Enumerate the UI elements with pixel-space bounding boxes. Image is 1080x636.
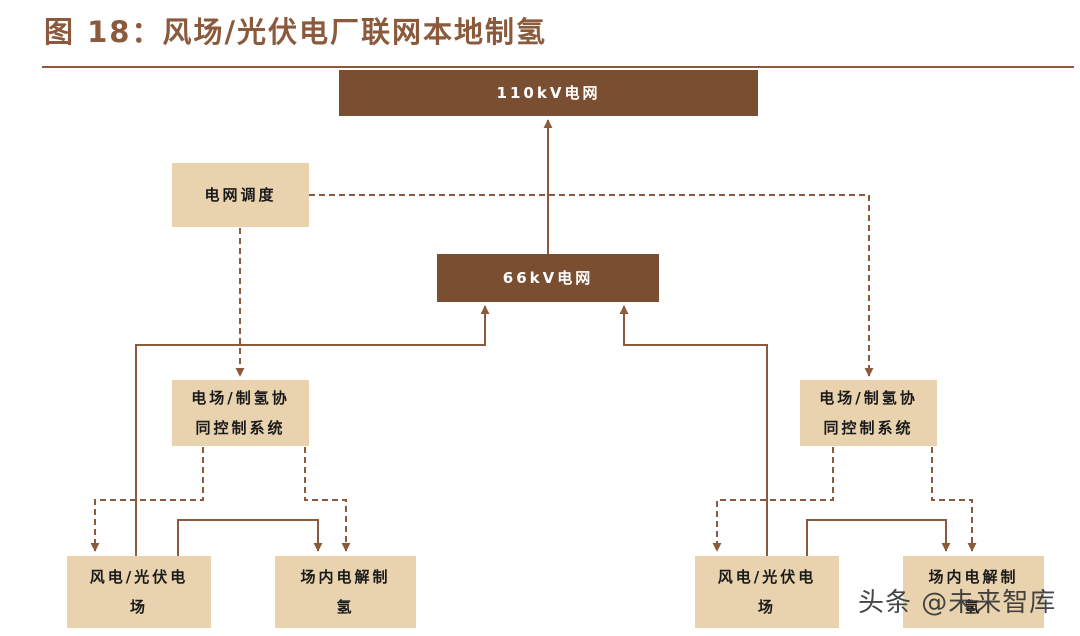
line-right-plant-to-electrolysis — [806, 519, 951, 556]
line-right-plant-to-66kv — [619, 305, 768, 556]
watermark: 头条 @未来智库 — [858, 588, 1057, 618]
line-left-plant-to-electrolysis — [177, 519, 323, 556]
dash-right-coord-to-plant — [712, 447, 834, 552]
line-left-plant-to-66kv — [135, 305, 490, 556]
title-divider — [42, 66, 1074, 68]
node-plant-left: 风电/光伏电 场 — [67, 556, 211, 628]
node-coord-system-left: 电场/制氢协 同控制系统 — [172, 380, 309, 446]
node-grid-dispatch: 电网调度 — [172, 163, 309, 227]
node-66kv-grid: 66kV电网 — [437, 254, 659, 302]
figure-title: 图 18：风场/光伏电厂联网本地制氢 — [44, 15, 548, 49]
node-plant-right: 风电/光伏电 场 — [695, 556, 839, 628]
dash-left-coord-to-electrolysis — [304, 447, 351, 552]
dash-dispatch-to-right-coord — [309, 194, 874, 377]
dash-left-coord-to-plant — [90, 447, 204, 552]
node-110kv-grid: 110kV电网 — [339, 70, 758, 116]
node-coord-system-right: 电场/制氢协 同控制系统 — [800, 380, 937, 446]
dash-right-coord-to-electrolysis — [931, 447, 977, 552]
node-electrolysis-left: 场内电解制 氢 — [275, 556, 416, 628]
node-electrolysis-right: 场内电解制 氢 — [903, 556, 1044, 628]
